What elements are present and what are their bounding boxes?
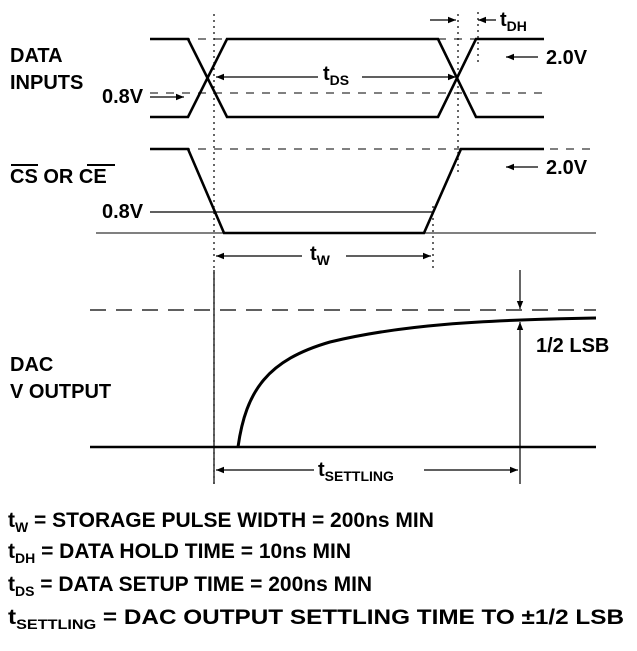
cs-ce-waveform [96,147,596,235]
legend-tw: tW = STORAGE PULSE WIDTH = 200ns MIN [8,509,434,535]
data-inputs-label-line2: INPUTS [10,72,83,94]
cs-0v8-label: 0.8V [102,201,144,223]
legend-tsettling: tSETTLING = DAC OUTPUT SETTLING TIME TO … [8,606,624,632]
reference-lines [213,14,521,484]
legend: tW = STORAGE PULSE WIDTH = 200ns MIN tDH… [8,509,624,632]
dac-output-label-line1: DAC [10,354,53,376]
legend-tds: tDS = DATA SETUP TIME = 200ns MIN [8,573,372,599]
cs-wave [150,147,544,235]
cs-label: CS [10,166,38,188]
ce-label: CE [79,166,107,188]
data-2v-label: 2.0V [546,47,588,69]
cs-2v-label: 2.0V [546,157,588,179]
data-inputs-waveform [150,37,544,119]
dac-output-waveform [90,309,597,449]
legend-tdh: tDH = DATA HOLD TIME = 10ns MIN [8,540,351,566]
cs-ce-label: CS OR CE [10,166,107,188]
half-lsb-label: 1/2 LSB [536,335,609,357]
data-wave-a [150,37,544,119]
tsettling-label: tSETTLING [318,459,394,484]
tw-label: tW [310,243,331,268]
tdh-label: tDH [500,9,527,34]
dac-output-label-line2: V OUTPUT [10,381,111,403]
data-inputs-label-line1: DATA [10,45,63,67]
tds-label: tDS [323,63,349,88]
or-label: OR [38,166,79,188]
dac-settling-curve [236,316,597,448]
data-wave-b [150,37,544,119]
data-0v8-label: 0.8V [102,86,144,108]
